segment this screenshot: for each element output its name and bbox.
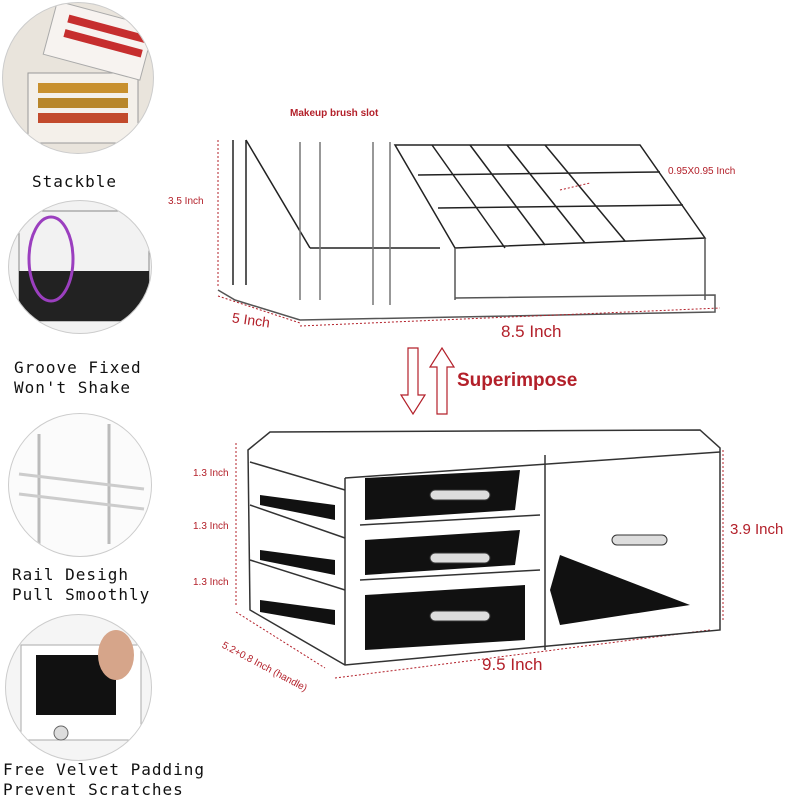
top-height-label: 3.5 Inch <box>168 196 204 207</box>
arrow-up-icon <box>428 346 456 415</box>
bottom-height-label: 3.9 Inch <box>730 521 784 538</box>
feature-caption: Rail Desigh <box>12 565 129 584</box>
velvet-photo <box>5 614 152 761</box>
drawer-box-drawing <box>247 429 721 666</box>
knob-icon <box>611 534 668 546</box>
superimpose-label: Superimpose <box>457 370 578 391</box>
knob-icon <box>429 610 491 622</box>
feature-caption: Prevent Scratches <box>3 780 184 799</box>
drawer-height-label: 1.3 Inch <box>193 577 229 588</box>
feature-caption: Pull Smoothly <box>12 585 151 604</box>
dimension-lines <box>217 140 724 679</box>
feature-caption: Groove Fixed <box>14 358 142 377</box>
drawer-knobs <box>429 489 668 622</box>
drawer-height-label: 1.3 Inch <box>193 468 229 479</box>
knob-icon <box>429 489 491 501</box>
brush-slot-label: Makeup brush slot <box>290 108 379 119</box>
slot-size-label: 0.95X0.95 Inch <box>668 166 736 177</box>
top-width-label: 8.5 Inch <box>501 322 562 341</box>
bottom-width-label: 9.5 Inch <box>482 655 543 674</box>
arrow-down-icon <box>399 347 427 416</box>
feature-caption: Won't Shake <box>14 378 131 397</box>
superimpose-arrows <box>399 346 456 416</box>
groove-photo <box>8 200 152 334</box>
stackable-photo <box>2 2 154 154</box>
rail-photo <box>8 413 152 557</box>
feature-caption: Stackble <box>32 172 118 191</box>
knob-icon <box>429 552 491 564</box>
top-organizer-drawing <box>217 139 716 321</box>
drawer-height-label: 1.3 Inch <box>193 521 229 532</box>
feature-caption: Free Velvet Padding <box>3 760 206 779</box>
